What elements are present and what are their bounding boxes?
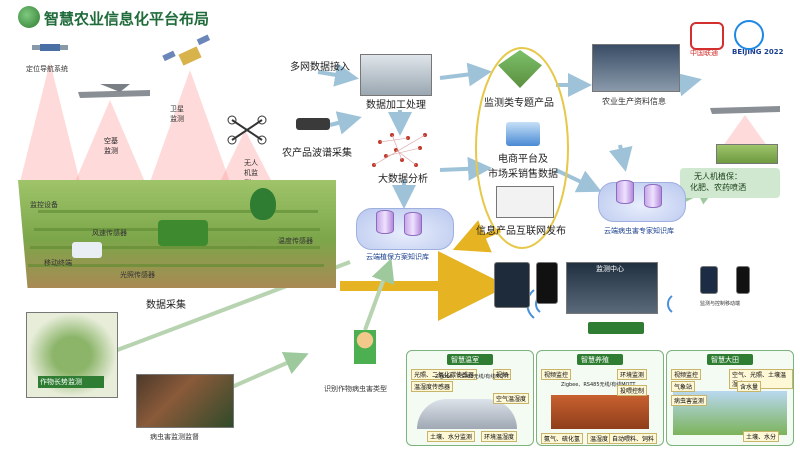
multi-net-label: 多网数据接入 bbox=[290, 62, 350, 73]
temp-sensor-label: 温度传感器 bbox=[278, 237, 313, 245]
chip: 视频监控 bbox=[671, 369, 702, 380]
farm-scene bbox=[18, 180, 336, 288]
chip: 环境温湿度 bbox=[481, 431, 518, 442]
chip: 病虫害监测 bbox=[671, 395, 708, 406]
chip: 视频监控 bbox=[541, 369, 572, 380]
growth-label: 作物长势监测 bbox=[40, 378, 82, 386]
tractor-icon bbox=[158, 220, 208, 246]
monitor-product-label: 监测类专题产品 bbox=[484, 98, 554, 109]
mobile-terminal-label: 移动终端 bbox=[44, 259, 72, 267]
chip: 空气温湿度 bbox=[493, 393, 530, 404]
chip: 视频 bbox=[493, 369, 512, 380]
nav-beam bbox=[20, 62, 80, 182]
publish-label: 信息产品互联网发布 bbox=[476, 226, 566, 237]
monitor-device-label: 监控设备 bbox=[30, 201, 58, 209]
logo-icon bbox=[18, 6, 40, 28]
cloud-plant-label: 云端植保方案知识库 bbox=[366, 253, 429, 261]
database-icon bbox=[376, 210, 394, 234]
cloud-pest-kb bbox=[598, 182, 686, 222]
field-image bbox=[716, 144, 778, 164]
tree-icon bbox=[250, 188, 276, 220]
database-icon bbox=[404, 212, 422, 236]
tablet-icon bbox=[494, 262, 530, 308]
bigdata-label: 大数据分析 bbox=[378, 174, 428, 185]
database-icon bbox=[616, 180, 634, 204]
identify-label: 识别作物病虫害类型 bbox=[324, 385, 387, 393]
air-monitor-label: 空基 监测 bbox=[104, 137, 118, 155]
beijing-label: BEIJING 2022 bbox=[732, 48, 784, 56]
agri-info-label: 农业生产资料信息 bbox=[602, 97, 666, 106]
wind-sensor-label: 风速传感器 bbox=[92, 229, 127, 237]
greenhouse-title: 智慧温室 bbox=[451, 356, 479, 364]
ecommerce-icon bbox=[506, 122, 540, 146]
mobile-phone-icon bbox=[736, 266, 750, 294]
vehicle-icon bbox=[72, 242, 102, 258]
protocol-label: Zigbee、RS485无线/有线MQTT bbox=[435, 374, 510, 380]
field-panel: 智慧大田 视频监控 空气、光照、土壤温湿度 含水量 病虫害监测 气象站 土壤、水… bbox=[666, 350, 794, 446]
light-sensor-label: 光照传感器 bbox=[120, 271, 155, 279]
spectrometer-icon bbox=[296, 118, 330, 130]
publish-web-image bbox=[496, 186, 554, 218]
quadcopter-icon bbox=[227, 115, 267, 145]
network-hub bbox=[588, 322, 644, 334]
nav-system-label: 定位导航系统 bbox=[26, 65, 68, 73]
pest-detect-image bbox=[136, 374, 234, 428]
chip: 温湿度传感器 bbox=[411, 381, 454, 392]
phone-icon bbox=[536, 262, 558, 304]
unicom-label: 中国联通 bbox=[690, 49, 718, 57]
chip: 温湿度 bbox=[587, 433, 612, 444]
agri-info-screen bbox=[592, 44, 680, 92]
chip: 投喂控制 bbox=[617, 385, 648, 396]
uav-spray-box bbox=[680, 168, 780, 198]
field-title: 智慧大田 bbox=[711, 356, 739, 364]
satellite-icon bbox=[162, 34, 211, 66]
livestock-title: 智慧养殖 bbox=[581, 356, 609, 364]
air-drone-icon bbox=[78, 84, 150, 98]
processing-label: 数据加工处理 bbox=[366, 100, 426, 111]
sat-beam bbox=[150, 70, 230, 182]
pest-detect-label: 病虫害监测监督 bbox=[150, 433, 199, 441]
monitor-center-image bbox=[566, 262, 658, 314]
chip: 土壤、水分监测 bbox=[427, 431, 476, 442]
greenhouse-panel: 智慧温室 光照、二氧化碳传感器 温湿度传感器 视频 Zigbee、RS485无线… bbox=[406, 350, 534, 446]
processing-center-image bbox=[360, 54, 432, 96]
chip: 土壤、水分 bbox=[743, 431, 780, 442]
chip: 自动喂料、饲料 bbox=[609, 433, 658, 444]
spectrum-label: 农产品波谱采集 bbox=[282, 148, 352, 159]
chip: 氨气、硫化氢 bbox=[541, 433, 584, 444]
chip: 环境监测 bbox=[617, 369, 648, 380]
nav-satellite-icon bbox=[32, 44, 68, 51]
remote-app-label: 监测与控制移动端 bbox=[700, 301, 741, 307]
monitor-center-label: 监测中心 bbox=[596, 265, 624, 273]
olympic-logo bbox=[734, 20, 764, 50]
chip: 光照、二氧化碳传感器 bbox=[411, 369, 478, 380]
database-icon bbox=[644, 184, 662, 208]
data-collect-label: 数据采集 bbox=[146, 300, 186, 311]
chip: 含水量 bbox=[737, 381, 762, 392]
protocol-label: Zigbee、RS485无线/有线MQTT bbox=[561, 382, 636, 388]
growth-label-box bbox=[38, 376, 104, 388]
cloud-pest-label: 云端病虫害专家知识库 bbox=[604, 227, 674, 235]
chip: 气象站 bbox=[671, 381, 696, 392]
unicom-logo bbox=[690, 22, 724, 50]
spray-drone-icon bbox=[710, 106, 780, 114]
air-beam bbox=[75, 100, 145, 182]
page-title: 智慧农业信息化平台布局 bbox=[44, 10, 210, 28]
uav-spray-beam bbox=[720, 115, 770, 150]
farmer-icon bbox=[354, 330, 376, 364]
ecommerce-label: 电商平台及 市场采销售数据 bbox=[488, 154, 558, 180]
livestock-panel: 智慧养殖 视频监控 环境监测 Zigbee、RS485无线/有线MQTT 氨气、… bbox=[536, 350, 664, 446]
uav-spray-label: 无人机植保： 化肥、农药喷洒 bbox=[690, 172, 746, 192]
mobile-phone-icon bbox=[700, 266, 718, 294]
sat-monitor-label: 卫星 监测 bbox=[170, 105, 184, 123]
uav-beam bbox=[220, 130, 272, 182]
